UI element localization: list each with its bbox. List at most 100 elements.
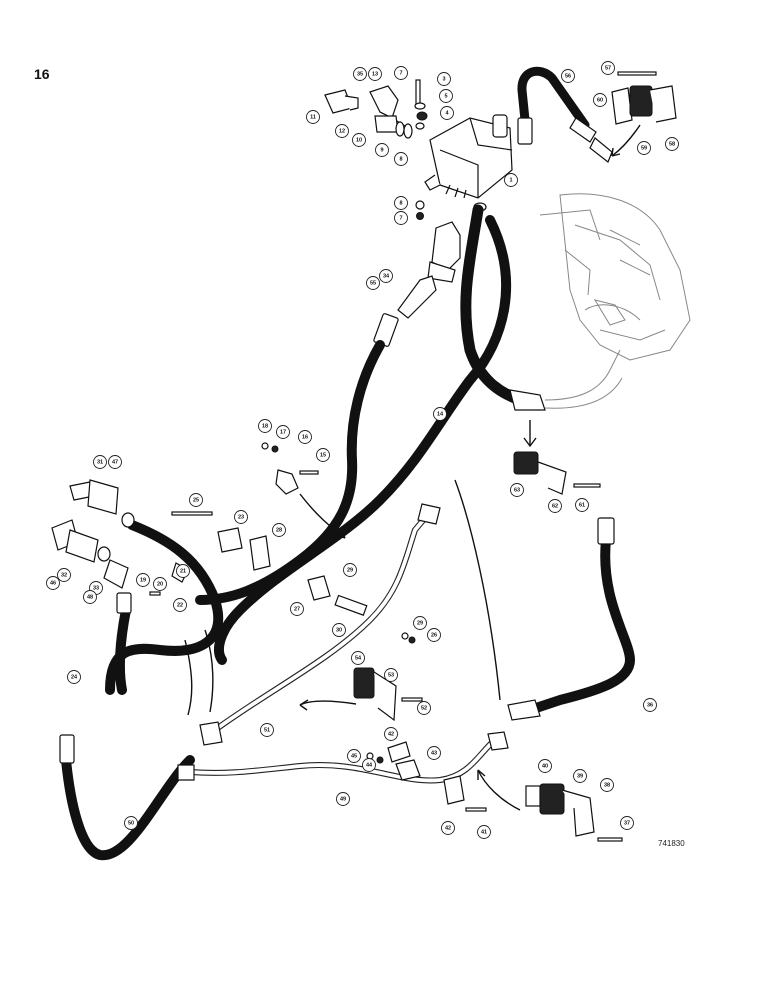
- valve-fittings: [324, 79, 487, 283]
- callout-number: 9: [380, 147, 383, 153]
- callout-number: 54: [355, 655, 362, 661]
- hose-24: [105, 520, 224, 695]
- callout-number: 4: [445, 110, 449, 116]
- callout-number: 20: [157, 581, 163, 587]
- callout-number: 42: [445, 825, 451, 831]
- callout-21: 21: [176, 564, 190, 578]
- figure-code: 741830: [658, 839, 685, 848]
- callout-39: 39: [573, 769, 587, 783]
- callout-15: 15: [316, 448, 330, 462]
- direction-arrows: [184, 420, 537, 811]
- callout-28: 28: [272, 523, 286, 537]
- callout-number: 10: [356, 137, 362, 143]
- callout-number: 63: [514, 487, 520, 493]
- callout-number: 14: [437, 411, 444, 417]
- clamp-parts: [171, 442, 623, 842]
- callout-5: 5: [439, 89, 453, 103]
- callout-number: 40: [542, 763, 548, 769]
- callout-8: 8: [394, 196, 408, 210]
- callout-22: 22: [173, 598, 187, 612]
- callout-61: 61: [575, 498, 589, 512]
- callout-51: 51: [260, 723, 274, 737]
- callout-3: 3: [437, 72, 451, 86]
- callout-47: 47: [108, 455, 122, 469]
- tube-51: [199, 503, 441, 746]
- callout-number: 24: [71, 674, 78, 680]
- callout-number: 27: [294, 606, 300, 612]
- callout-12: 12: [335, 124, 349, 138]
- callout-number: 28: [276, 527, 282, 533]
- callout-31: 31: [93, 455, 107, 469]
- callout-number: 32: [61, 572, 67, 578]
- callout-number: 62: [552, 503, 558, 509]
- callout-63: 63: [510, 483, 524, 497]
- callout-number: 16: [302, 434, 308, 440]
- hose-14: [214, 204, 623, 665]
- callout-number: 21: [180, 568, 186, 574]
- callout-14: 14: [433, 407, 447, 421]
- callout-number: 55: [370, 280, 376, 286]
- callout-49: 49: [336, 792, 350, 806]
- callout-number: 35: [357, 71, 363, 77]
- callout-number: 46: [50, 580, 56, 586]
- callout-number: 19: [140, 577, 146, 583]
- callout-59: 59: [637, 141, 651, 155]
- callout-35: 35: [353, 67, 367, 81]
- callout-25: 25: [189, 493, 203, 507]
- callout-26: 26: [427, 628, 441, 642]
- callout-7: 7: [394, 66, 408, 80]
- callout-number: 49: [340, 796, 346, 802]
- callout-18: 18: [258, 419, 272, 433]
- callout-number: 47: [112, 459, 118, 465]
- callout-number: 58: [669, 141, 675, 147]
- callout-number: 25: [193, 497, 199, 503]
- callout-30: 30: [332, 623, 346, 637]
- callout-40: 40: [538, 759, 552, 773]
- callout-number: 7: [399, 215, 402, 221]
- callout-number: 31: [97, 459, 103, 465]
- callout-42: 42: [384, 727, 398, 741]
- left-fittings: [51, 479, 189, 596]
- callout-number: 56: [565, 73, 571, 79]
- callout-13: 13: [368, 67, 382, 81]
- callout-number: 22: [177, 602, 183, 608]
- callout-number: 33: [93, 585, 99, 591]
- callout-23: 23: [234, 510, 248, 524]
- callout-52: 52: [417, 701, 431, 715]
- callout-number: 45: [351, 753, 357, 759]
- callout-number: 26: [431, 632, 437, 638]
- callout-number: 52: [421, 705, 427, 711]
- callout-number: 61: [579, 502, 585, 508]
- callout-number: 50: [128, 820, 134, 826]
- callout-number: 8: [399, 200, 402, 206]
- callout-8: 8: [394, 152, 408, 166]
- callout-number: 36: [647, 702, 653, 708]
- callout-number: 30: [336, 627, 342, 633]
- page-number: 16: [34, 66, 50, 82]
- callout-number: 53: [388, 672, 394, 678]
- callout-4: 4: [440, 106, 454, 120]
- callout-54: 54: [351, 651, 365, 665]
- callout-number: 17: [280, 429, 286, 435]
- callout-number: 29: [347, 567, 353, 573]
- callout-60: 60: [593, 93, 607, 107]
- callout-43: 43: [427, 746, 441, 760]
- callout-53: 53: [384, 668, 398, 682]
- callout-17: 17: [276, 425, 290, 439]
- callout-1: 1: [504, 173, 518, 187]
- callout-16: 16: [298, 430, 312, 444]
- callout-number: 29: [417, 620, 423, 626]
- callout-20: 20: [153, 577, 167, 591]
- callout-number: 13: [372, 71, 378, 77]
- callout-number: 5: [444, 93, 447, 99]
- callout-number: 11: [310, 114, 316, 120]
- callout-58: 58: [665, 137, 679, 151]
- callout-9: 9: [375, 143, 389, 157]
- callout-number: 60: [597, 97, 603, 103]
- callout-62: 62: [548, 499, 562, 513]
- callout-50: 50: [124, 816, 138, 830]
- callout-19: 19: [136, 573, 150, 587]
- callout-55: 55: [366, 276, 380, 290]
- callout-24: 24: [67, 670, 81, 684]
